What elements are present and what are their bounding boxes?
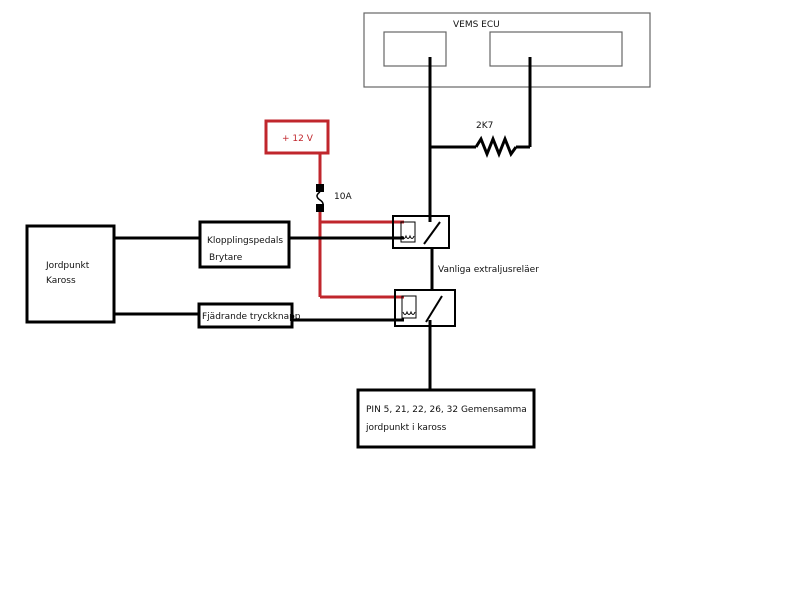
fuse-bottom-terminal — [316, 204, 324, 212]
clutch-switch: Klopplingspedals Brytare — [198, 220, 291, 269]
relay-top-coil-winding — [401, 234, 415, 239]
relay-bottom-coil — [401, 295, 417, 319]
relay-bottom-coil-winding — [402, 310, 416, 315]
pins-box: PIN 5, 21, 22, 26, 32 Gemensamma jordpun… — [356, 388, 536, 449]
relay-top-coil — [400, 221, 416, 243]
relay-top — [392, 215, 450, 249]
power-label: + 12 V — [282, 134, 314, 144]
relay-bottom — [394, 289, 456, 327]
ecu-wires — [428, 57, 532, 222]
relay-bottom-outline — [394, 289, 456, 327]
ground-box-outline — [25, 224, 116, 324]
ecu-title: VEMS ECU — [453, 20, 500, 30]
ecu-connector-left — [383, 31, 447, 67]
pins-box-line1: PIN 5, 21, 22, 26, 32 Gemensamma — [366, 405, 527, 415]
fuse-label: 10A — [334, 192, 352, 202]
pins-box-line2: jordpunkt i kaross — [365, 423, 447, 433]
resistor-label: 2K7 — [476, 121, 493, 131]
power-wires — [318, 153, 404, 299]
fuse-top-terminal — [316, 184, 324, 192]
push-button-label: Fjädrande tryckknapp — [202, 312, 301, 322]
relay-top-outline — [392, 215, 450, 249]
push-button: Fjädrande tryckknapp — [197, 302, 301, 329]
power-box — [264, 119, 330, 155]
fuse — [316, 184, 324, 212]
relay-bottom-contact — [425, 295, 443, 323]
ground-box-line1: Jordpunkt — [45, 261, 90, 271]
ecu-unit: VEMS ECU — [363, 12, 651, 88]
relay-top-contact — [423, 221, 441, 245]
ground-box-line2: Kaross — [46, 276, 76, 286]
ground-box: Jordpunkt Kaross — [25, 224, 116, 324]
ecu-outline — [363, 12, 651, 88]
clutch-switch-line2: Brytare — [209, 253, 243, 263]
power-supply: + 12 V — [264, 119, 330, 155]
ecu-connector-right — [489, 31, 623, 67]
resistor-symbol — [474, 134, 518, 159]
clutch-switch-line1: Klopplingspedals — [207, 236, 283, 246]
pins-box-outline — [356, 388, 536, 449]
control-wires — [114, 236, 434, 390]
relays-label: Vanliga extraljusreläer — [438, 265, 539, 275]
clutch-switch-outline — [198, 220, 291, 269]
